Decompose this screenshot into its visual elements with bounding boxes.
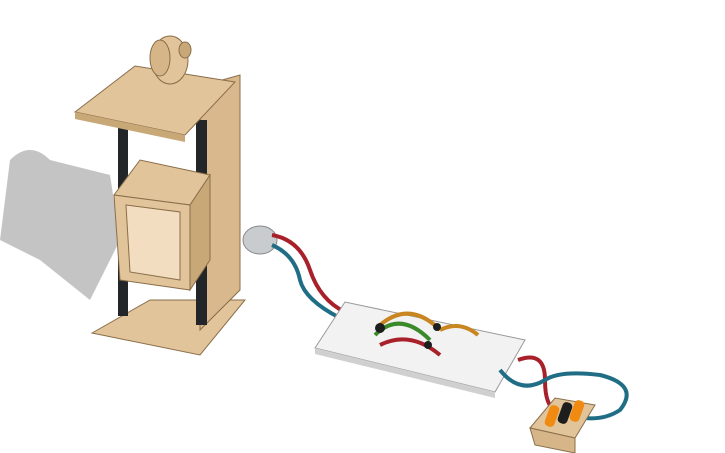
wire-blue bbox=[271, 243, 341, 320]
model-shadow bbox=[0, 150, 120, 300]
battery bbox=[544, 405, 560, 427]
elevator-model[interactable] bbox=[73, 35, 278, 356]
motor bbox=[242, 225, 278, 255]
component bbox=[375, 323, 385, 333]
wire-red bbox=[271, 233, 346, 314]
component bbox=[433, 323, 441, 331]
component bbox=[424, 341, 432, 349]
elevator-car bbox=[113, 159, 211, 292]
top-plate-edge bbox=[75, 112, 185, 142]
battery bbox=[557, 402, 573, 424]
pulley bbox=[149, 35, 192, 85]
jumper-red bbox=[379, 337, 442, 357]
jumper-orange-2 bbox=[439, 324, 480, 337]
wire-blue-battery bbox=[498, 368, 629, 421]
battery bbox=[569, 400, 585, 422]
breadboard[interactable] bbox=[314, 301, 526, 398]
battery-pack[interactable] bbox=[529, 397, 596, 453]
